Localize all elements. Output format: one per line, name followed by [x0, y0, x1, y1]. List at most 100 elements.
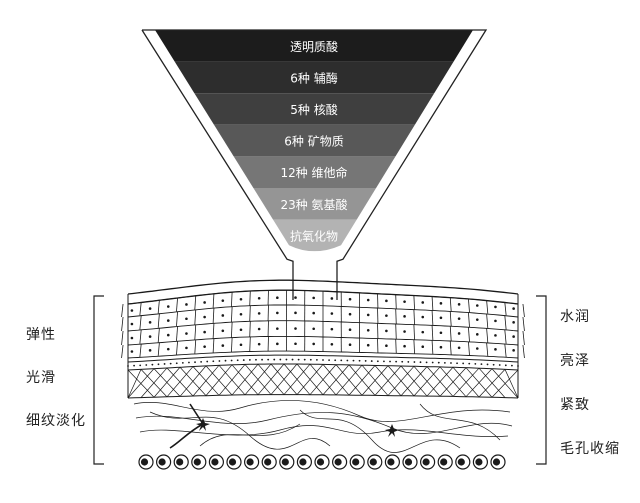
right-bracket: [536, 296, 546, 464]
membrane-dot: [383, 360, 385, 362]
pore-center: [211, 458, 218, 465]
membrane-dot: [151, 364, 153, 366]
cell-nucleus: [294, 327, 297, 330]
cell-nucleus: [349, 313, 352, 316]
funnel-layer-label-2: 5种 核酸: [290, 102, 337, 117]
membrane-dot: [414, 361, 416, 363]
pore-center: [247, 458, 254, 465]
pore-center: [458, 458, 465, 465]
cell-wall: [523, 317, 524, 331]
pore-center: [264, 458, 271, 465]
cell-nucleus: [149, 321, 152, 324]
pore-center: [194, 458, 201, 465]
cell-wall: [140, 329, 141, 343]
cell-nucleus: [494, 306, 497, 309]
membrane-dot: [310, 359, 312, 361]
cell-nucleus: [149, 349, 152, 352]
cell-wall: [158, 342, 159, 356]
cell-wall: [195, 340, 196, 354]
cell-nucleus: [203, 301, 206, 304]
cell-nucleus: [131, 309, 134, 312]
pore-center: [141, 458, 148, 465]
cell-nucleus: [258, 343, 261, 346]
membrane-dot: [225, 360, 227, 362]
cell-nucleus: [331, 297, 334, 300]
pore-center: [493, 458, 500, 465]
cell-nucleus: [494, 348, 497, 351]
membrane-dot: [365, 360, 367, 362]
cell-wall: [487, 300, 488, 313]
membrane-dot: [176, 362, 178, 364]
dermis-fiber: [200, 424, 300, 446]
cell-nucleus: [367, 329, 370, 332]
cell-wall: [250, 337, 251, 352]
membrane-dot: [511, 365, 513, 367]
cell-nucleus: [222, 344, 225, 347]
cell-nucleus: [367, 299, 370, 302]
membrane-dot: [401, 361, 403, 363]
membrane-dot: [462, 363, 464, 365]
cell-wall: [250, 291, 251, 306]
dermis-band-bottom: [128, 395, 518, 398]
cell-wall: [523, 331, 524, 345]
membrane-dot: [158, 363, 160, 365]
membrane-dot: [420, 361, 422, 363]
pore-center: [176, 458, 183, 465]
cell-nucleus: [512, 321, 515, 324]
benefit-firmness: 紧致: [560, 394, 590, 414]
membrane-dot: [164, 363, 166, 365]
cell-nucleus: [276, 296, 279, 299]
dermis-fiber: [300, 410, 460, 453]
cell-nucleus: [203, 316, 206, 319]
cell-nucleus: [185, 317, 188, 320]
cell-wall: [432, 325, 433, 340]
cell-wall: [213, 323, 214, 338]
cell-nucleus: [131, 350, 134, 353]
cell-wall: [231, 292, 232, 307]
membrane-dot: [353, 360, 355, 362]
benefit-elasticity: 弹性: [26, 324, 56, 344]
cell-nucleus: [240, 328, 243, 331]
cell-wall: [414, 325, 415, 340]
cell-row-line: [128, 351, 518, 358]
cell-wall: [432, 310, 433, 325]
membrane-dot: [505, 364, 507, 366]
cell-nucleus: [258, 328, 261, 331]
cell-nucleus: [294, 342, 297, 345]
membrane-dot: [139, 364, 141, 366]
left-bracket: [94, 296, 104, 464]
cell-wall: [213, 338, 214, 352]
cell-nucleus: [403, 345, 406, 348]
membrane-dot: [389, 361, 391, 363]
cell-nucleus: [367, 314, 370, 317]
cell-nucleus: [312, 327, 315, 330]
cell-nucleus: [294, 312, 297, 315]
cell-wall: [122, 345, 123, 358]
membrane-dot: [279, 359, 281, 361]
cell-nucleus: [476, 347, 479, 350]
cell-nucleus: [276, 343, 279, 346]
hair-strand: [170, 424, 203, 448]
membrane-dot: [298, 359, 300, 361]
membrane-dot: [371, 360, 373, 362]
cell-nucleus: [222, 299, 225, 302]
cell-wall: [213, 308, 214, 323]
cell-nucleus: [403, 330, 406, 333]
pore-center: [370, 458, 377, 465]
cell-nucleus: [240, 313, 243, 316]
cell-nucleus: [476, 304, 479, 307]
cell-wall: [450, 297, 451, 311]
cell-wall: [140, 344, 141, 357]
cell-wall: [450, 341, 451, 355]
funnel-layer-label-5: 23种 氨基酸: [280, 197, 347, 212]
cell-nucleus: [421, 316, 424, 319]
cell-nucleus: [494, 334, 497, 337]
cell-nucleus: [331, 343, 334, 346]
membrane-dot: [322, 359, 324, 361]
cell-wall: [468, 312, 469, 327]
cell-nucleus: [167, 348, 170, 351]
membrane-dot: [212, 360, 214, 362]
cell-wall: [523, 304, 524, 317]
cell-nucleus: [349, 298, 352, 301]
cell-wall: [177, 311, 178, 326]
